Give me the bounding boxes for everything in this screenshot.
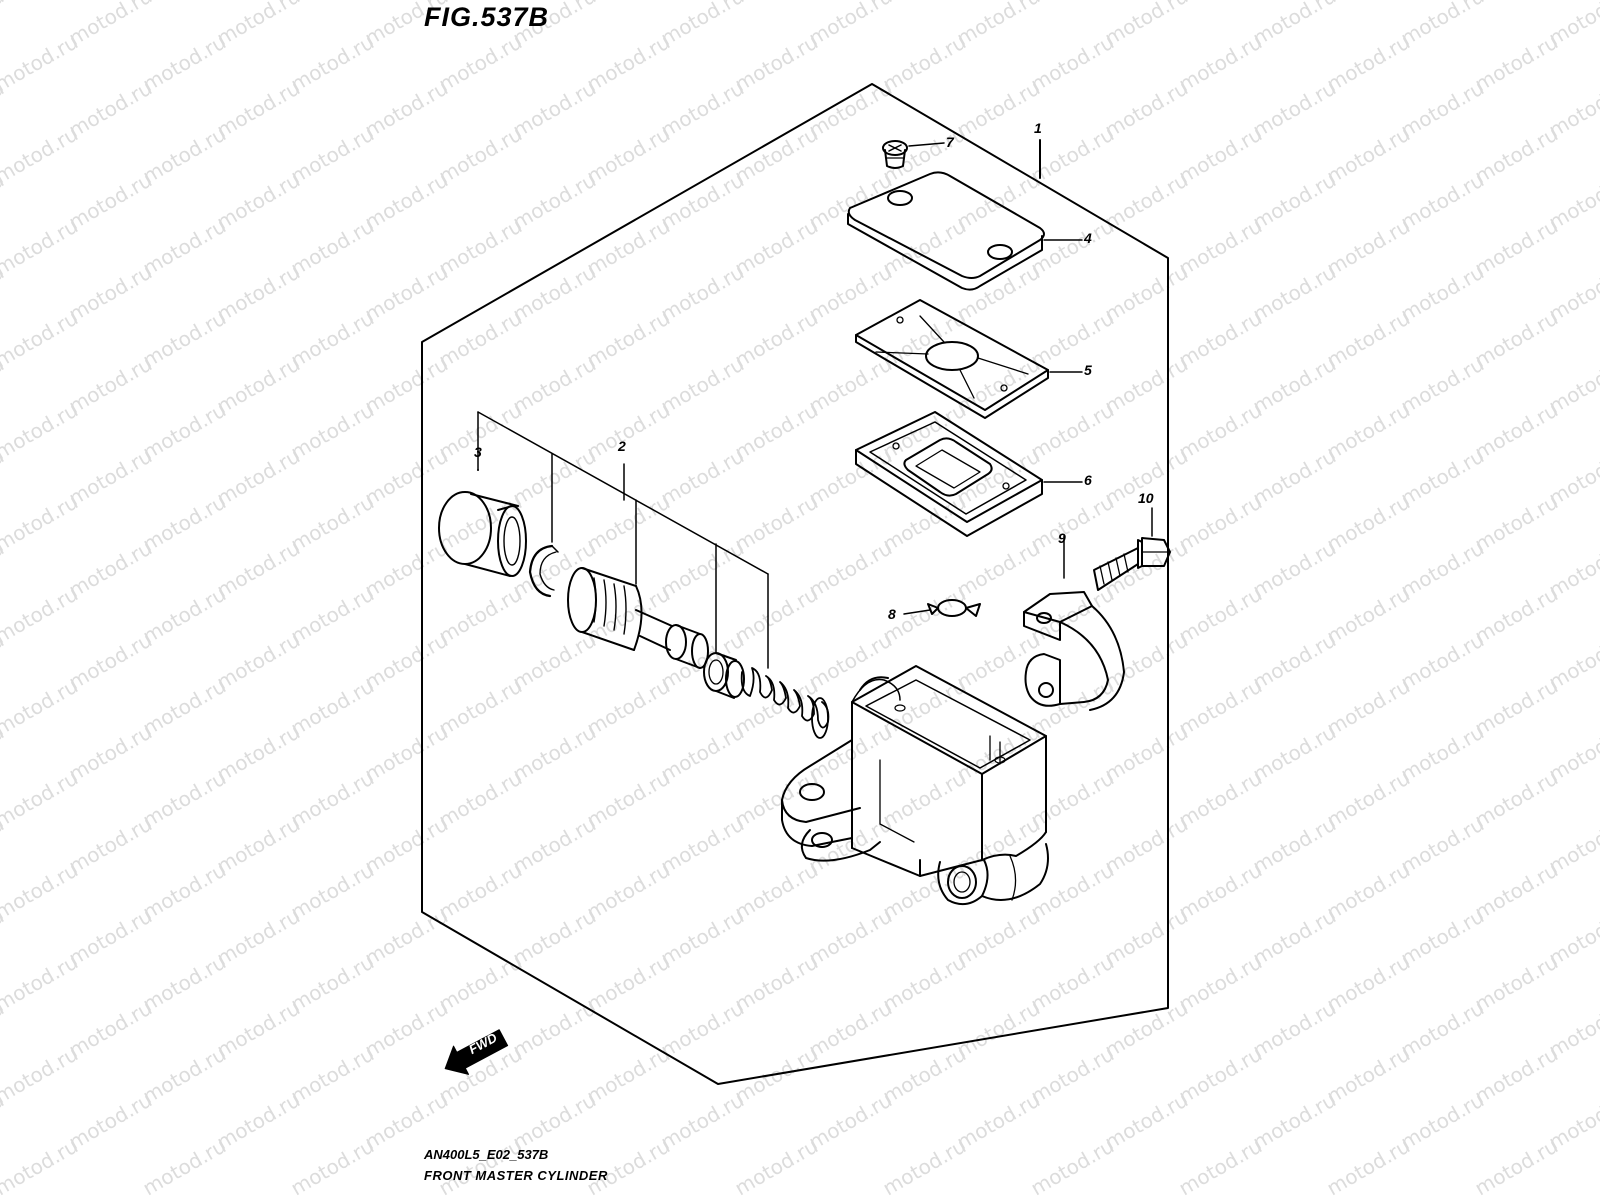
figure-caption: FRONT MASTER CYLINDER bbox=[424, 1168, 608, 1183]
callout-6: 6 bbox=[1084, 472, 1092, 488]
callout-5: 5 bbox=[1084, 362, 1092, 378]
callout-9: 9 bbox=[1058, 530, 1066, 546]
reservoir-cap-part-4 bbox=[847, 171, 1083, 291]
assembly-frame bbox=[421, 83, 1169, 1085]
fwd-arrow bbox=[444, 1029, 509, 1075]
drawing-code: AN400L5_E02_537B bbox=[424, 1147, 549, 1162]
master-cylinder-body bbox=[781, 665, 1049, 906]
primary-cup bbox=[703, 652, 745, 699]
return-spring bbox=[740, 667, 830, 739]
callout-7: 7 bbox=[946, 134, 954, 150]
callout-1: 1 bbox=[1034, 120, 1042, 136]
diaphragm-part-6 bbox=[855, 411, 1083, 537]
callout-8: 8 bbox=[888, 606, 896, 622]
dust-boot-part-3 bbox=[438, 491, 527, 577]
circlip bbox=[528, 544, 559, 598]
screw-part-7 bbox=[882, 140, 945, 169]
callout-2: 2 bbox=[618, 438, 626, 454]
plate-part-5 bbox=[855, 299, 1083, 419]
piston-assembly-part-2 bbox=[567, 567, 709, 669]
callout-3: 3 bbox=[474, 444, 482, 460]
callout-10: 10 bbox=[1138, 490, 1154, 506]
figure-title: FIG.537B bbox=[424, 2, 550, 32]
clamp-bracket-part-9 bbox=[1023, 535, 1125, 711]
callout-4: 4 bbox=[1084, 230, 1092, 246]
nut-part-8 bbox=[903, 599, 981, 617]
bolt-part-10 bbox=[1093, 507, 1171, 591]
group-bracket bbox=[477, 411, 769, 669]
